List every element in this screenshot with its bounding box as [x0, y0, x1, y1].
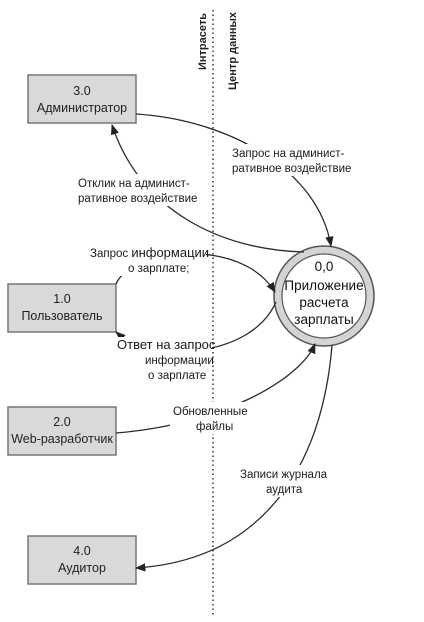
- svg-text:аудита: аудита: [266, 484, 303, 496]
- boundary-label-intranet: Интрасеть: [197, 13, 209, 70]
- svg-text:Запрос на админист-: Запрос на админист-: [232, 148, 344, 160]
- svg-text:о зарплате;: о зарплате;: [128, 263, 189, 275]
- svg-text:4.0: 4.0: [73, 544, 90, 558]
- flow-audit-records-arrow: [134, 344, 333, 572]
- flow-updated-files-arrow: [115, 343, 316, 434]
- svg-text:файлы: файлы: [196, 421, 233, 433]
- process-payroll-app: 0,0 Приложение расчета зарплаты: [273, 245, 375, 347]
- svg-text:Пользователь: Пользователь: [21, 309, 102, 323]
- entity-web-developer: 2.0 Web-разработчик: [7, 406, 117, 456]
- entity-administrator: 3.0 Администратор: [27, 74, 137, 124]
- label-audit-records: Записи журнала аудита: [234, 465, 338, 497]
- svg-text:Приложение: Приложение: [284, 278, 363, 293]
- svg-text:2.0: 2.0: [53, 415, 70, 429]
- label-info-request: Запрос информации о зарплате;: [86, 244, 209, 276]
- svg-text:ративное воздействие: ративное воздействие: [232, 163, 351, 175]
- svg-text:Запрос информации: Запрос информации: [90, 245, 209, 260]
- svg-text:Администратор: Администратор: [37, 101, 127, 115]
- entity-user: 1.0 Пользователь: [7, 283, 117, 333]
- entity-auditor: 4.0 Аудитор: [27, 535, 137, 585]
- label-admin-response: Отклик на админист- ративное воздействие: [76, 174, 204, 206]
- svg-text:Web-разработчик: Web-разработчик: [11, 432, 113, 446]
- flow-admin-response-arrow: [110, 124, 305, 253]
- svg-text:Аудитор: Аудитор: [58, 561, 106, 575]
- label-updated-files: Обновленные файлы: [170, 402, 256, 434]
- svg-text:расчета: расчета: [299, 295, 349, 310]
- svg-text:информации: информации: [145, 355, 214, 367]
- svg-text:Ответ на запрос: Ответ на запрос: [117, 337, 216, 352]
- svg-text:3.0: 3.0: [73, 84, 90, 98]
- label-admin-request: Запрос на админист- ративное воздействие: [226, 144, 358, 176]
- svg-text:0,0: 0,0: [315, 259, 334, 274]
- svg-text:зарплаты: зарплаты: [294, 312, 354, 327]
- svg-text:Обновленные: Обновленные: [173, 406, 248, 418]
- boundary-label-datacenter: Центр данных: [227, 11, 239, 90]
- label-info-response: Ответ на запрос информации о зарплате: [114, 337, 216, 383]
- svg-text:о зарплате: о зарплате: [148, 370, 206, 382]
- svg-text:1.0: 1.0: [53, 292, 70, 306]
- svg-text:ративное воздействие: ративное воздействие: [78, 193, 197, 205]
- svg-text:Отклик на админист-: Отклик на админист-: [78, 178, 190, 190]
- svg-text:Записи журнала: Записи журнала: [240, 469, 328, 481]
